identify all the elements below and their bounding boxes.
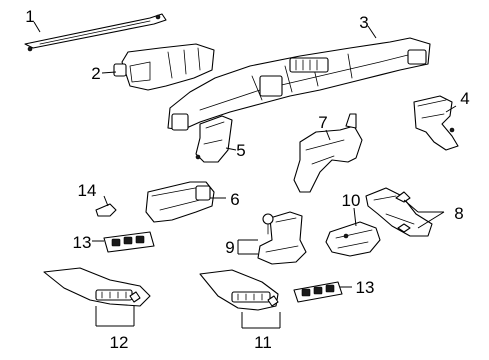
part-11-floor-duct [199, 269, 279, 311]
part-10-duct [325, 221, 381, 257]
callout-5: 5 [236, 141, 245, 160]
part-3-main-duct [167, 37, 431, 131]
part-13-register-left [103, 231, 155, 253]
part-4-side-duct [413, 95, 459, 151]
callout-1: 1 [25, 7, 34, 26]
part-9-duct [257, 211, 307, 265]
callout-3: 3 [359, 13, 368, 32]
part-6-duct [145, 181, 215, 223]
part-7-duct [293, 113, 363, 193]
callout-10: 10 [342, 191, 361, 210]
callout-13-left: 13 [73, 233, 92, 252]
leader-lines [33, 21, 457, 329]
callout-4: 4 [460, 89, 469, 108]
callout-7: 7 [318, 113, 327, 132]
callout-14: 14 [78, 181, 97, 200]
part-12-floor-duct [43, 267, 151, 307]
part-14-clip [95, 203, 117, 217]
callout-9: 9 [225, 238, 234, 257]
part-13-register-right [293, 281, 343, 303]
callout-12: 12 [110, 333, 129, 352]
callout-13-right: 13 [356, 278, 375, 297]
callout-2: 2 [91, 64, 100, 83]
part-2-side-duct [113, 43, 215, 91]
part-8-duct [365, 187, 433, 237]
callout-8: 8 [454, 204, 463, 223]
part-1-defroster-nozzle [24, 13, 167, 52]
part-5-duct [195, 115, 233, 163]
callout-labels: 1 2 3 4 5 6 7 8 9 10 11 12 13 13 14 [25, 7, 469, 352]
callout-6: 6 [230, 190, 239, 209]
callout-11: 11 [254, 333, 272, 352]
